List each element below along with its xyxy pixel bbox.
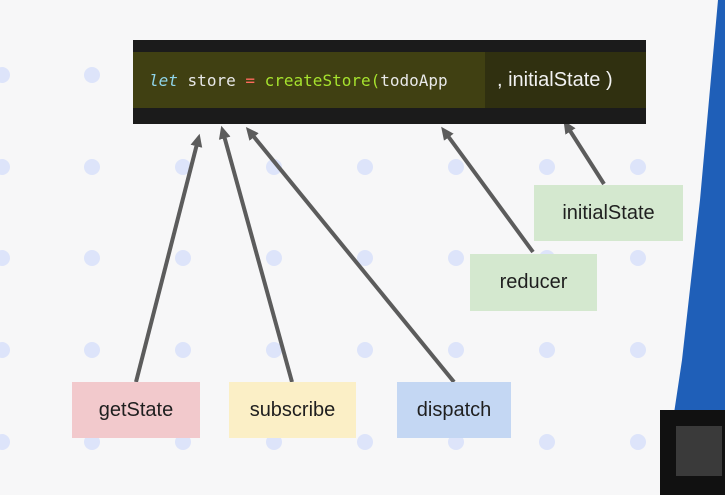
background-dot xyxy=(448,159,464,175)
background-dot xyxy=(84,159,100,175)
background-dot xyxy=(357,250,373,266)
background-dot xyxy=(0,434,10,450)
code-highlight-left: let store = createStore(todoApp xyxy=(133,52,485,108)
background-dot xyxy=(0,159,10,175)
code-operator: = xyxy=(245,70,255,90)
code-argument: todoApp xyxy=(380,70,448,90)
reducer-label: reducer xyxy=(470,254,597,311)
background-dot xyxy=(84,434,100,450)
background-dot xyxy=(357,434,373,450)
edge-highlight xyxy=(676,426,722,476)
arrow-getstate-to-store xyxy=(134,133,203,383)
background-dot xyxy=(175,250,191,266)
background-dot xyxy=(630,250,646,266)
background-dot xyxy=(84,342,100,358)
background-dot xyxy=(175,434,191,450)
background-dot xyxy=(84,250,100,266)
code-line: let store = createStore(todoApp , initia… xyxy=(133,52,646,108)
background-dot xyxy=(266,159,282,175)
background-dot xyxy=(84,67,100,83)
background-dot xyxy=(266,434,282,450)
initialstate-label: initialState xyxy=(534,185,683,241)
subscribe-label-text: subscribe xyxy=(249,398,336,421)
code-tail: , initialState ) xyxy=(497,68,613,91)
background-dot xyxy=(175,342,191,358)
dispatch-label: dispatch xyxy=(397,382,511,438)
background-dot xyxy=(266,250,282,266)
background-dot xyxy=(630,434,646,450)
background-dot xyxy=(357,342,373,358)
code-variable: store xyxy=(187,70,236,90)
arrow-reducer-to-todoapp xyxy=(441,126,535,254)
blue-edge-panel xyxy=(668,0,725,495)
background-dot xyxy=(539,342,555,358)
code-highlight-right: , initialState ) xyxy=(485,52,646,108)
background-dot xyxy=(448,434,464,450)
arrows xyxy=(134,120,606,384)
edge-decoration xyxy=(660,0,725,495)
background-dot xyxy=(0,67,10,83)
code-keyword: let xyxy=(149,70,178,90)
background-dot xyxy=(357,159,373,175)
code-function: createStore( xyxy=(264,70,381,90)
reducer-label-text: reducer xyxy=(499,271,568,293)
background-dot xyxy=(539,434,555,450)
background-dot xyxy=(266,342,282,358)
background-dot xyxy=(0,342,10,358)
arrow-dispatch-to-dispatch xyxy=(245,126,456,384)
dispatch-label-text: dispatch xyxy=(416,398,492,421)
background-dot xyxy=(448,250,464,266)
arrow-subscribe-to-subscribe xyxy=(218,125,294,383)
arrow-initialstate-to-initialstate xyxy=(563,120,606,186)
subscribe-label: subscribe xyxy=(229,382,356,438)
background-dot xyxy=(539,159,555,175)
background-dot xyxy=(630,159,646,175)
getstate-label: getState xyxy=(72,382,200,438)
background-dot xyxy=(630,342,646,358)
code-snippet: let store = createStore(todoApp , initia… xyxy=(133,40,646,124)
background-dot xyxy=(448,342,464,358)
background-dot xyxy=(0,250,10,266)
getstate-label-text: getState xyxy=(98,398,174,421)
initialstate-label-text: initialState xyxy=(562,201,655,224)
background-dot xyxy=(175,159,191,175)
